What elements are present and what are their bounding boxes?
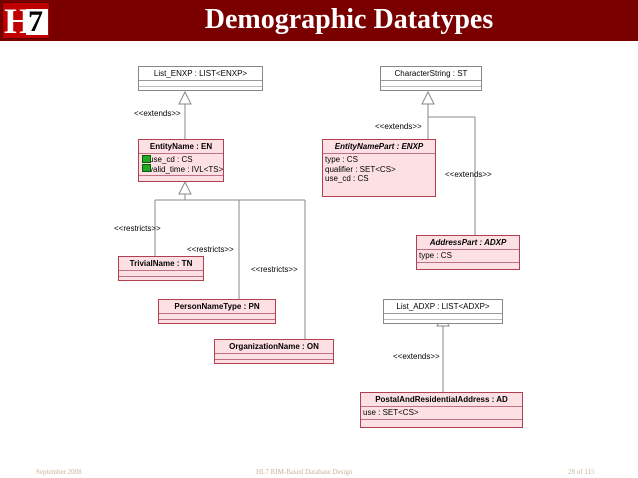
footer-course: HL7 RIM-Based Database Design (256, 468, 353, 476)
footer-date: September 2008 (36, 468, 82, 476)
generalization-arrowhead (421, 90, 435, 105)
attr-qualifier: qualifier : SET<CS> (325, 164, 396, 174)
slide-header: H 7 Demographic Datatypes (0, 0, 638, 41)
attr-use-cd: use_cd : CS (325, 174, 369, 183)
hl7-logo: H 7 (2, 1, 50, 41)
attr-type: type : CS (325, 155, 358, 164)
class-person-name-type[interactable]: PersonNameType : PN (158, 299, 276, 324)
stereotype-label: <<restricts>> (114, 224, 161, 233)
generalization-arrowhead (178, 90, 192, 105)
footer-page-number: 28 of 115 (568, 468, 595, 476)
class-entity-name[interactable]: EntityName : EN use_cd : CS valid_time :… (138, 139, 224, 182)
stereotype-label: <<extends>> (375, 122, 422, 131)
stereotype-label: <<extends>> (134, 109, 181, 118)
class-entity-name-part[interactable]: EntityNamePart : ENXP type : CS qualifie… (322, 139, 436, 197)
class-trivial-name[interactable]: TrivialName : TN (118, 256, 204, 281)
public-attribute-icon (142, 155, 151, 172)
stereotype-label: <<restricts>> (251, 265, 298, 274)
class-address-part[interactable]: AddressPart : ADXP type : CS (416, 235, 520, 270)
generalization-arrowhead (178, 180, 192, 195)
stereotype-label: <<extends>> (393, 352, 440, 361)
class-postal-and-residential-address[interactable]: PostalAndResidentialAddress : AD use : S… (360, 392, 523, 428)
attr-type: type : CS (419, 251, 452, 260)
class-organization-name[interactable]: OrganizationName : ON (214, 339, 334, 364)
class-character-string[interactable]: CharacterString : ST (380, 66, 482, 91)
slide-title: Demographic Datatypes (204, 4, 494, 35)
class-list-adxp[interactable]: List_ADXP : LIST<ADXP> (383, 299, 503, 324)
slide-footer: September 2008 HL7 RIM-Based Database De… (0, 468, 638, 478)
stereotype-label: <<restricts>> (187, 245, 234, 254)
attr-use-cd: use_cd : CS (149, 155, 193, 164)
attr-valid-time: valid_time : IVL<TS> (149, 164, 224, 174)
class-list-enxp[interactable]: List_ENXP : LIST<ENXP> (138, 66, 263, 91)
attr-use: use : SET<CS> (363, 408, 419, 417)
stereotype-label: <<extends>> (445, 170, 492, 179)
